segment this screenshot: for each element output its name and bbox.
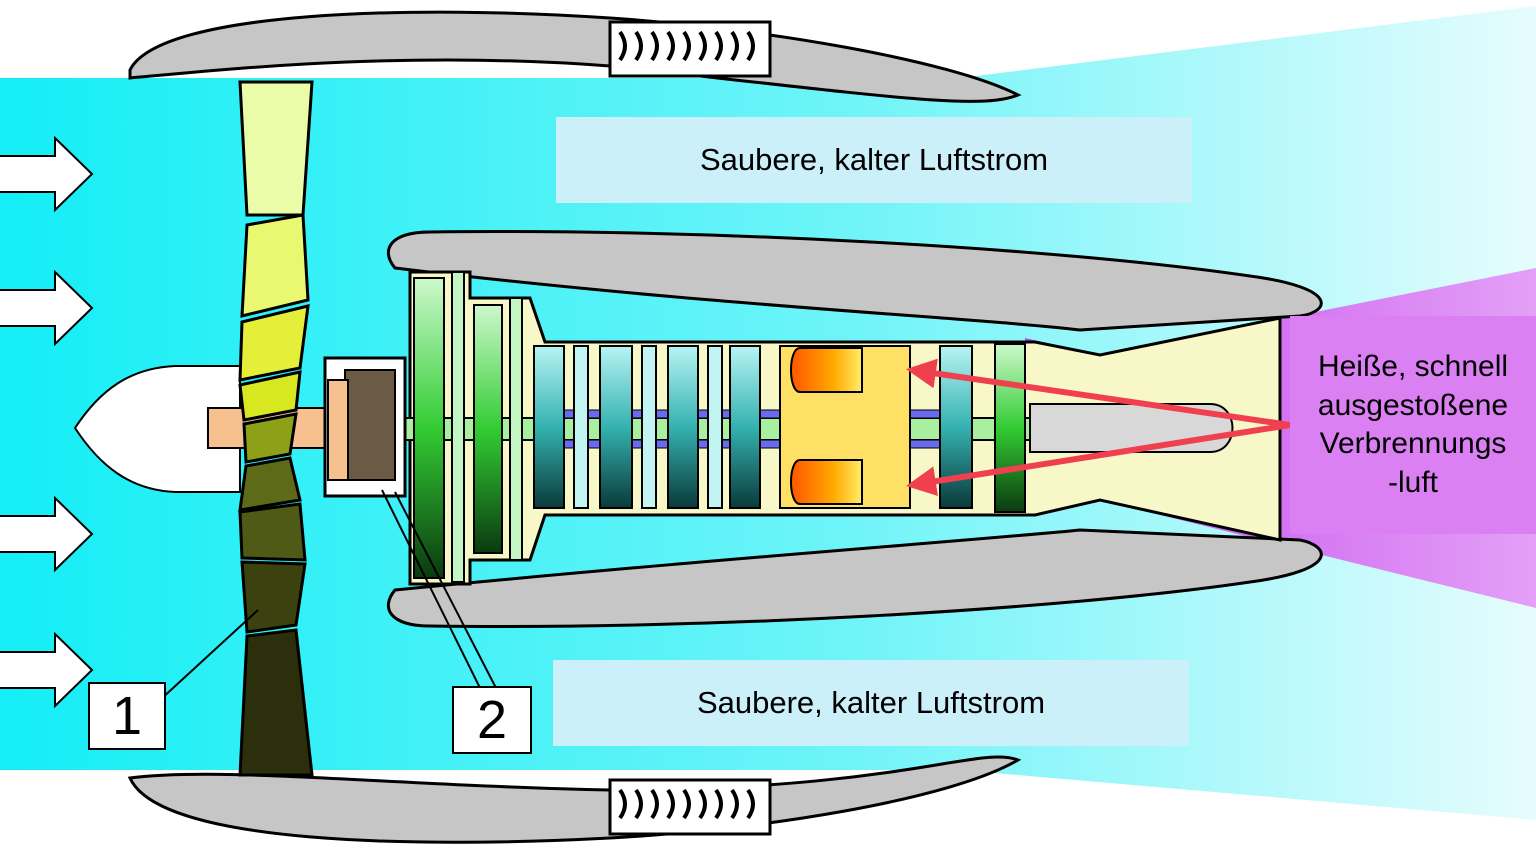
nacelle-top — [128, 10, 1022, 103]
cold-airflow-label-bottom: Saubere, kalter Luftstrom — [553, 660, 1189, 746]
core-cowling — [386, 230, 1323, 332]
pointer-arrow-icon — [906, 358, 1291, 497]
cold-airflow-label-top: Saubere, kalter Luftstrom — [556, 117, 1192, 203]
core-cowling-lower — [386, 528, 1323, 628]
callout-leaders — [159, 489, 497, 701]
intake-arrow-icon — [0, 135, 94, 709]
hot-exhaust-line: -luft — [1387, 465, 1438, 499]
fan-blade — [238, 80, 314, 777]
callout-fan: 1 — [88, 682, 166, 750]
hot-exhaust-line: Verbrennungs — [1319, 427, 1507, 460]
combustor — [779, 345, 911, 509]
compressor-stages — [413, 271, 761, 583]
hot-exhaust-line: Heiße, schnell — [1317, 350, 1509, 383]
nacelle-bottom — [127, 755, 1022, 844]
thrust-reverser-cascade-icon — [608, 20, 772, 836]
hot-exhaust-line: ausgestoßene — [1317, 388, 1509, 422]
callout-gearbox: 2 — [452, 686, 532, 754]
gearbox — [323, 356, 407, 498]
hot-exhaust-label: Heiße, schnell ausgestoßene Verbrennungs… — [1290, 316, 1536, 534]
